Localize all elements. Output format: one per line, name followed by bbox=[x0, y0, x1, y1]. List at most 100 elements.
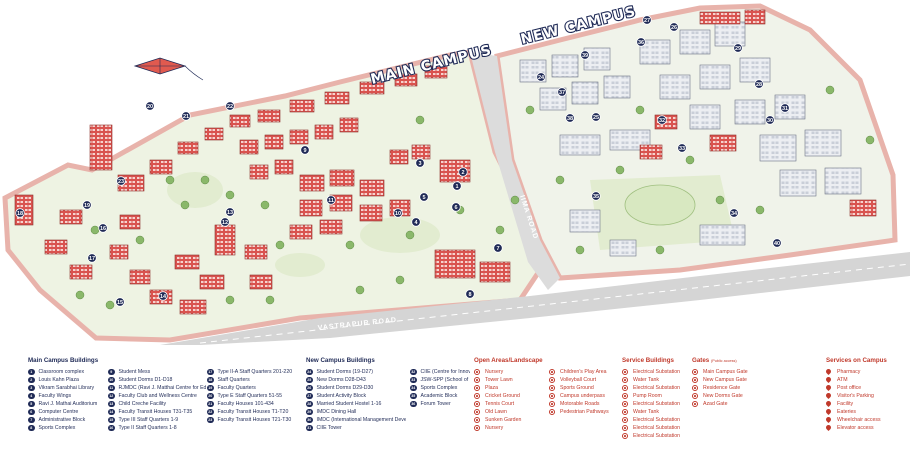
map-marker-number: 2 bbox=[461, 170, 464, 176]
map-marker[interactable]: 33 bbox=[677, 143, 687, 153]
legend-item: Main Campus Gate bbox=[692, 368, 764, 376]
map-marker[interactable]: 6 bbox=[451, 202, 461, 212]
map-marker-circle bbox=[87, 253, 97, 263]
legend-item: Water Tank bbox=[622, 408, 690, 416]
legend-item: Electrical Substation bbox=[622, 400, 690, 408]
map-marker[interactable]: 32 bbox=[657, 115, 667, 125]
map-marker-circle bbox=[98, 223, 108, 233]
map-marker[interactable]: 22 bbox=[225, 101, 235, 111]
legend-item: Electrical Substation bbox=[622, 384, 690, 392]
map-marker[interactable]: 9 bbox=[300, 145, 310, 155]
map-marker[interactable]: 35 bbox=[591, 191, 601, 201]
map-marker-circle bbox=[765, 115, 775, 125]
map-marker[interactable]: 5 bbox=[419, 192, 429, 202]
legend-item-label: Vikram Sarabhai Library bbox=[38, 385, 95, 391]
map-marker[interactable]: 20 bbox=[145, 101, 155, 111]
legend-item: Nursery bbox=[474, 368, 546, 376]
map-marker-circle bbox=[415, 158, 425, 168]
map-marker-circle bbox=[411, 217, 421, 227]
legend-item-label: Pedestrian Pathways bbox=[560, 409, 609, 415]
map-marker[interactable]: 12 bbox=[220, 217, 230, 227]
map-marker-circle bbox=[220, 217, 230, 227]
legend-item-label: Married Student Hostel 1-16 bbox=[316, 401, 382, 407]
map-marker[interactable]: 1 bbox=[452, 181, 462, 191]
map-marker[interactable]: 36 bbox=[636, 37, 646, 47]
legend-item-label: Electrical Substation bbox=[633, 369, 680, 375]
map-marker-circle bbox=[15, 208, 25, 218]
legend-number-badge: 25 bbox=[306, 376, 313, 384]
legend-item: Campus underpass bbox=[549, 392, 619, 400]
legend-item-label: Volleyball Court bbox=[560, 377, 597, 383]
legend-item: Cricket Ground bbox=[474, 392, 546, 400]
map-marker[interactable]: 18 bbox=[15, 208, 25, 218]
legend-number-badge: 2 bbox=[28, 376, 35, 384]
map-marker[interactable]: 37 bbox=[557, 87, 567, 97]
map-marker[interactable]: 34 bbox=[729, 208, 739, 218]
map-marker[interactable]: 19 bbox=[82, 200, 92, 210]
legend-item-label: Tennis Court bbox=[485, 401, 515, 407]
map-marker[interactable]: 3 bbox=[415, 158, 425, 168]
map-marker[interactable]: 17 bbox=[87, 253, 97, 263]
map-marker-number: 19 bbox=[84, 203, 90, 209]
campus-map: MAIN CAMPUS NEW CAMPUS VASTRAPUR ROAD II… bbox=[2, 3, 910, 345]
map-marker[interactable]: 11 bbox=[326, 195, 336, 205]
legend-item: Electrical Substation bbox=[622, 424, 690, 432]
map-marker-circle bbox=[225, 101, 235, 111]
legend-number-badge: 10 bbox=[108, 376, 115, 384]
legend-item-label: Faculty Houses 101-434 bbox=[217, 401, 274, 407]
legend-item-label: Motorable Roads bbox=[560, 401, 600, 407]
iima-road bbox=[470, 52, 560, 290]
map-marker-circle bbox=[116, 176, 126, 186]
map-marker[interactable]: 39 bbox=[580, 50, 590, 60]
map-marker-number: 6 bbox=[454, 205, 457, 211]
map-markers: 1234567891011121314151617181920212223242… bbox=[15, 15, 790, 307]
map-marker[interactable]: 30 bbox=[765, 115, 775, 125]
legend-number-badge: 3 bbox=[28, 384, 35, 392]
legend-number-badge: 19 bbox=[207, 384, 214, 392]
location-pin-icon bbox=[826, 385, 831, 392]
map-marker[interactable]: 8 bbox=[465, 289, 475, 299]
map-marker[interactable]: 4 bbox=[411, 217, 421, 227]
map-marker[interactable]: 14 bbox=[158, 291, 168, 301]
legend-marker-icon bbox=[549, 401, 555, 407]
legend-item-label: Plaza bbox=[485, 385, 498, 391]
map-marker[interactable]: 2 bbox=[458, 167, 468, 177]
map-marker[interactable]: 16 bbox=[98, 223, 108, 233]
legend-item: Residence Gate bbox=[692, 384, 764, 392]
map-marker[interactable]: 13 bbox=[225, 207, 235, 217]
map-marker[interactable]: 10 bbox=[393, 208, 403, 218]
legend-number-badge: 31 bbox=[306, 424, 313, 432]
legend-item: New Campus Gate bbox=[692, 376, 764, 384]
map-marker[interactable]: 28 bbox=[754, 79, 764, 89]
legend-number-badge: 26 bbox=[306, 384, 313, 392]
map-marker[interactable]: 24 bbox=[536, 72, 546, 82]
map-marker-circle bbox=[636, 37, 646, 47]
map-marker[interactable]: 29 bbox=[733, 43, 743, 53]
legend-item-label: Faculty Transit Houses T21-T30 bbox=[217, 417, 292, 423]
map-marker[interactable]: 15 bbox=[115, 297, 125, 307]
map-marker[interactable]: 40 bbox=[772, 238, 782, 248]
map-marker-circle bbox=[733, 43, 743, 53]
legend-item-label: Post office bbox=[837, 385, 862, 391]
legend-item: Tower Lawn bbox=[474, 376, 546, 384]
map-marker-number: 12 bbox=[222, 220, 228, 226]
map-marker[interactable]: 27 bbox=[642, 15, 652, 25]
map-marker[interactable]: 21 bbox=[181, 111, 191, 121]
map-marker[interactable]: 7 bbox=[493, 243, 503, 253]
map-marker[interactable]: 26 bbox=[669, 22, 679, 32]
map-marker[interactable]: 25 bbox=[591, 112, 601, 122]
map-marker[interactable]: 38 bbox=[565, 113, 575, 123]
location-pin-icon bbox=[826, 417, 831, 424]
map-marker[interactable]: 23 bbox=[116, 176, 126, 186]
map-marker[interactable]: 31 bbox=[780, 103, 790, 113]
map-marker-number: 18 bbox=[17, 211, 23, 217]
legend-marker-icon bbox=[692, 369, 698, 375]
